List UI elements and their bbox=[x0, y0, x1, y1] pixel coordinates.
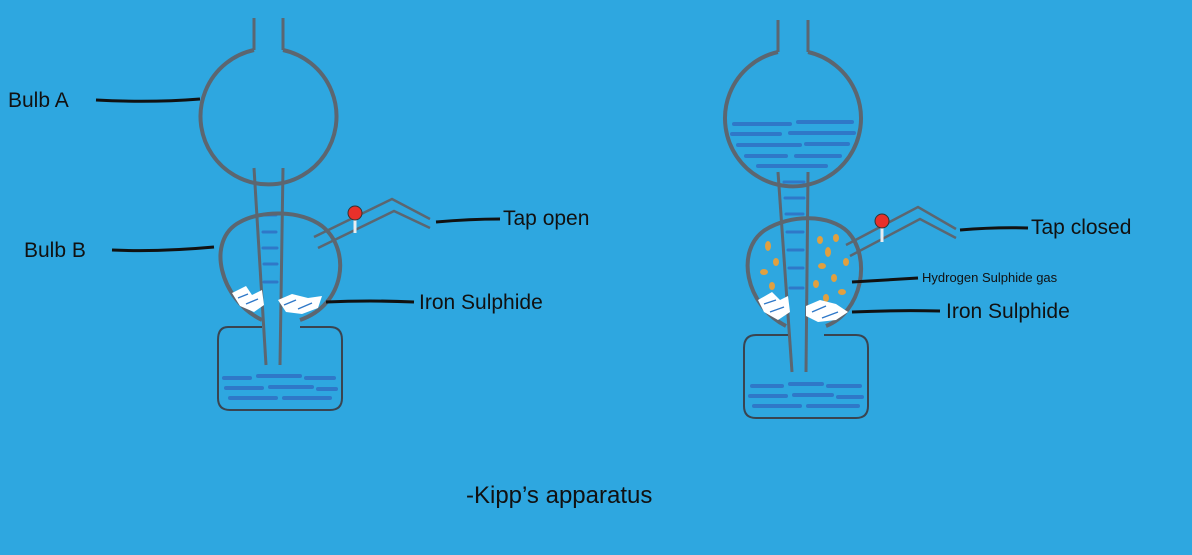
right-iron-sulphide-label: Iron Sulphide bbox=[946, 300, 1070, 323]
right-funnel-right-wall bbox=[804, 171, 810, 373]
left-bulb-a-leader bbox=[95, 97, 201, 103]
right-bulb-a bbox=[723, 50, 863, 189]
right-bulb-b bbox=[745, 216, 863, 328]
diagram-caption: -Kipp’s apparatus bbox=[466, 482, 653, 509]
right-funnel-acid bbox=[782, 180, 806, 290]
right-hydrogen-sulphide-gas bbox=[760, 234, 849, 302]
right-reservoir-acid bbox=[748, 382, 864, 408]
left-funnel-left-wall bbox=[252, 167, 268, 366]
left-tap-leader bbox=[435, 217, 501, 224]
right-tap-label: Tap closed bbox=[1031, 216, 1132, 239]
left-funnel-acid bbox=[260, 213, 279, 284]
left-bulb-b-leader bbox=[111, 245, 215, 253]
left-iron-sulphide bbox=[232, 286, 322, 314]
left-apparatus bbox=[95, 18, 501, 411]
right-gas-leader bbox=[851, 276, 919, 284]
left-reservoir-acid bbox=[222, 374, 338, 400]
bulb-a-label: Bulb A bbox=[8, 89, 69, 112]
right-funnel-left-wall bbox=[776, 171, 794, 373]
left-funnel-right-wall bbox=[278, 167, 285, 366]
right-solid-leader bbox=[851, 309, 941, 314]
left-bulb-a bbox=[198, 48, 339, 187]
left-bulb-b bbox=[218, 211, 343, 322]
hydrogen-sulphide-gas-label: Hydrogen Sulphide gas bbox=[922, 270, 1058, 285]
left-tap-tube-upper bbox=[313, 197, 431, 239]
right-bulb-a-acid bbox=[730, 120, 856, 168]
right-tap-tube-upper bbox=[845, 205, 957, 247]
left-tap-knob bbox=[347, 205, 363, 221]
right-tap-knob bbox=[874, 213, 890, 229]
right-reservoir bbox=[743, 334, 869, 419]
right-tap-tube-lower bbox=[849, 217, 957, 258]
left-reservoir bbox=[217, 326, 343, 411]
bulb-b-label: Bulb B bbox=[24, 239, 86, 262]
right-apparatus bbox=[723, 20, 1029, 419]
right-tap-leader bbox=[959, 226, 1029, 232]
right-iron-sulphide bbox=[758, 292, 848, 322]
left-solid-leader bbox=[325, 299, 415, 304]
left-tap-label: Tap open bbox=[503, 207, 590, 230]
left-tap-tube-lower bbox=[317, 209, 431, 250]
left-iron-sulphide-label: Iron Sulphide bbox=[419, 291, 543, 314]
